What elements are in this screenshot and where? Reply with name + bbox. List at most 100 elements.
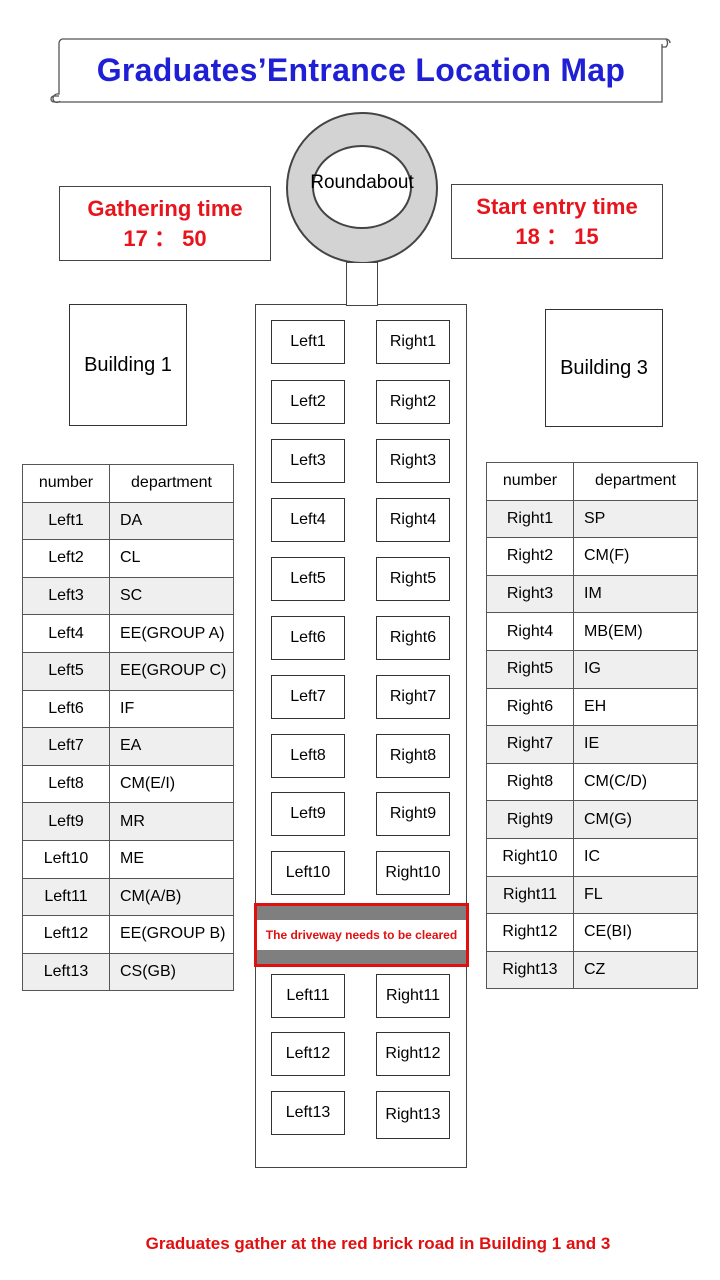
slot-right-5: Right5	[376, 557, 450, 601]
slot-right-3: Right3	[376, 439, 450, 483]
cell-department: SC	[109, 576, 234, 616]
cell-department: IE	[573, 725, 698, 764]
slot-left-8: Left8	[271, 734, 345, 778]
cell-department: EH	[573, 687, 698, 727]
cell-number: Left2	[22, 539, 110, 578]
cell-department: CM(E/I)	[109, 764, 234, 804]
column-header-number: number	[486, 462, 574, 501]
slot-left-6: Left6	[271, 616, 345, 660]
slot-label: Right5	[389, 570, 437, 587]
cell-number: Right10	[486, 837, 574, 877]
cell-department: MR	[109, 802, 234, 841]
cell-number: Right2	[486, 537, 574, 576]
slot-left-13: Left13	[271, 1091, 345, 1135]
slot-label: Left12	[285, 1045, 331, 1062]
cell-department: DA	[109, 501, 234, 541]
cell-department: FL	[573, 875, 698, 915]
roundabout-center	[312, 145, 412, 229]
cell-department: CM(C/D)	[573, 762, 698, 802]
scroll-banner-icon	[50, 38, 671, 103]
slot-right-6: Right6	[376, 616, 450, 660]
gathering-time-value: 17 ： 50	[123, 226, 207, 251]
building-1-label: Building 1	[84, 353, 172, 376]
cell-number: Left3	[22, 576, 110, 616]
slot-label: Right1	[389, 333, 437, 350]
slot-right-4: Right4	[376, 498, 450, 542]
cell-number: Right3	[486, 574, 574, 614]
column-header-number: number	[22, 464, 110, 503]
slot-right-10: Right10	[376, 851, 450, 895]
table-header-row: number department	[486, 462, 698, 501]
slot-label: Right8	[389, 747, 437, 764]
cell-number: Left8	[22, 764, 110, 804]
slot-left-5: Left5	[271, 557, 345, 601]
cell-department: CM(G)	[573, 800, 698, 839]
slot-right-7: Right7	[376, 675, 450, 719]
table-header-row: number department	[22, 464, 234, 503]
start-entry-time-label: Start entry time	[476, 194, 638, 219]
cell-number: Left6	[22, 689, 110, 729]
cell-department: CL	[109, 539, 234, 578]
cell-number: Left10	[22, 839, 110, 879]
cell-department: EE(GROUP C)	[109, 651, 234, 691]
slot-right-2: Right2	[376, 380, 450, 424]
slot-right-12: Right12	[376, 1032, 450, 1076]
gathering-time-box: Gathering time 17 ： 50	[59, 186, 271, 261]
cell-number: Right7	[486, 725, 574, 764]
slot-label: Right3	[389, 452, 437, 469]
slot-label: Right4	[389, 511, 437, 528]
slot-label: Left11	[286, 987, 330, 1004]
cell-number: Right1	[486, 499, 574, 539]
cell-number: Right8	[486, 762, 574, 802]
slot-right-13: Right13	[376, 1091, 450, 1139]
slot-label: Left3	[290, 452, 326, 469]
cell-department: MB(EM)	[573, 612, 698, 651]
cell-department: IF	[109, 689, 234, 729]
gathering-time-label: Gathering time	[87, 196, 243, 221]
slot-right-11: Right11	[376, 974, 450, 1018]
slot-left-9: Left9	[271, 792, 345, 836]
cell-department: CZ	[573, 950, 698, 990]
slot-label: Right13	[385, 1106, 441, 1123]
cell-department: IG	[573, 649, 698, 689]
slot-right-8: Right8	[376, 734, 450, 778]
slot-left-4: Left4	[271, 498, 345, 542]
cell-number: Left13	[22, 952, 110, 992]
driveway-bar-bottom	[257, 950, 466, 964]
cell-number: Right4	[486, 612, 574, 651]
slot-left-2: Left2	[271, 380, 345, 424]
slot-right-9: Right9	[376, 792, 450, 836]
cell-department: CS(GB)	[109, 952, 234, 992]
cell-number: Right13	[486, 950, 574, 990]
cell-number: Left5	[22, 651, 110, 691]
cell-department: CM(A/B)	[109, 877, 234, 917]
cell-department: EA	[109, 727, 234, 766]
driveway-note: The driveway needs to be cleared	[265, 928, 458, 942]
cell-department: ME	[109, 839, 234, 879]
cell-department: CM(F)	[573, 537, 698, 576]
footer-note: Graduates gather at the red brick road i…	[145, 1234, 611, 1253]
slot-label: Left9	[290, 805, 326, 822]
slot-left-11: Left11	[271, 974, 345, 1018]
page-title: Graduates’Entrance Location Map	[96, 51, 626, 88]
cell-number: Left11	[22, 877, 110, 917]
